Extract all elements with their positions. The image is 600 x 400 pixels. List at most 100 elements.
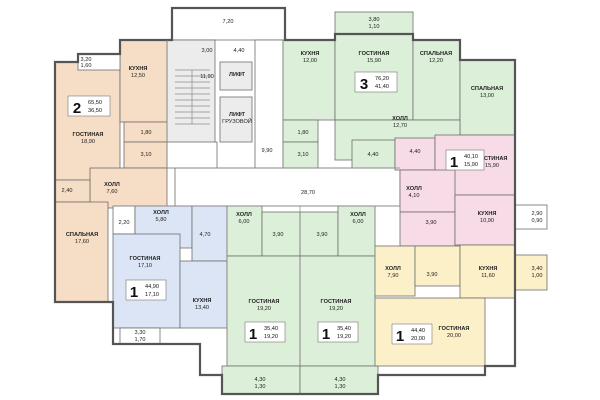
living-area: 19,20 [257,306,271,312]
total-area: 44,40 [411,328,425,334]
kitchen-label: КУХНЯ [478,211,497,217]
toilet-area: 3,10 [141,152,152,158]
rooms-count: 1 [396,328,404,345]
common-area [166,7,401,207]
kitchen-area: 11,60 [481,273,495,279]
living-room [226,255,301,367]
top-room-area: 4,40 [234,48,245,54]
rooms-count: 1 [249,326,257,343]
loggia-area: 0,90 [532,218,543,224]
kitchen-area: 12,00 [303,58,317,64]
hall-area: 7,60 [107,189,118,195]
freight-lift-sub: ГРУЗОВОЙ [222,117,252,125]
top-room-area: 3,00 [202,48,213,54]
living-area: 19,20 [329,306,343,312]
living-area: 20,00 [447,333,461,339]
living-area: 36,50 [88,108,102,114]
loggia-size: 4,30 [255,377,266,383]
bathroom-area: 3,90 [426,220,437,226]
hall-label: ХОЛЛ [406,186,422,192]
bathroom [414,245,461,287]
bedroom-label: СПАЛЬНАЯ [420,51,452,57]
loggia [514,204,548,230]
kitchen-label: КУХНЯ [479,266,498,272]
living-label: ГОСТИНАЯ [249,299,280,305]
loggia-area: 1,00 [532,273,543,279]
bedroom-label: СПАЛЬНАЯ [66,232,98,238]
living-area: 19,20 [264,334,278,340]
balcony-area: 2,40 [62,188,73,194]
hall-label: ХОЛЛ [236,212,252,218]
bathroom-area: 4,70 [200,232,211,238]
living-label: ГОСТИНАЯ [130,256,161,262]
loggia-size: 3,40 [532,266,543,272]
apartment-6 [299,205,379,395]
living-room [54,61,121,181]
kitchen-label: КУХНЯ [129,66,148,72]
apartment-badge: 1 35,40 19,20 [317,321,359,343]
toilet-area: 3,10 [298,152,309,158]
living-label: ГОСТИНАЯ [477,156,508,162]
hall-area: 12,70 [393,123,407,129]
total-area: 44,90 [145,284,159,290]
bedroom [54,201,109,303]
loggia-area: 1,30 [255,384,266,390]
rooms-count: 1 [450,154,458,171]
apartment-badge: 2 65,50 36,50 [67,95,111,117]
kitchen-area: 10,90 [480,218,494,224]
stairwell-area: 11,90 [200,74,214,80]
bedroom [412,39,461,121]
total-area: 35,40 [264,326,278,332]
left-garbage-room [166,141,218,169]
kitchen-label: КУХНЯ [301,51,320,57]
inner-walls [113,40,400,366]
apartment-badge: 3 76,20 41,40 [354,71,398,93]
loggia-size: 3,30 [135,330,146,336]
apartment-1 [54,39,168,303]
kitchen [119,39,168,123]
kitchen-label: КУХНЯ [193,298,212,304]
bathroom-area: 1,80 [298,130,309,136]
hall-label: ХОЛЛ [385,266,401,272]
living-area: 15,90 [464,162,478,168]
loggia-area: 1,70 [135,337,146,343]
corridor-area: 28,70 [301,190,315,196]
hall-label: ХОЛЛ [350,212,366,218]
bedroom-label: СПАЛЬНАЯ [471,86,503,92]
rooms-count: 2 [73,100,81,117]
living-area: 18,90 [81,139,95,145]
total-area: 35,40 [337,326,351,332]
bathroom [191,205,228,262]
loggia [299,365,379,395]
apartment-badge: 1 44,40 20,00 [391,323,433,345]
bathroom [399,211,456,247]
balcony [54,179,91,203]
total-area: 76,20 [375,76,389,82]
hall [374,245,416,297]
living-label: ГОСТИНАЯ [439,326,470,332]
living-area: 15,90 [367,58,381,64]
hall-label: ХОЛЛ [392,116,408,122]
living-area: 17,10 [145,292,159,298]
bedroom-area: 13,00 [480,93,494,99]
loggia-size: 3,80 [369,17,380,23]
loggia-area: 1,60 [81,63,92,69]
kitchen [459,244,516,299]
bedroom [459,59,516,136]
rooms-count: 1 [322,326,330,343]
apartment-2 [282,11,516,169]
lift-shaft [219,61,253,91]
hall-label: ХОЛЛ [104,182,120,188]
hall-area: 6,00 [239,219,250,225]
kitchen [179,260,228,329]
apartment-badge: 1 40,10 15,90 [445,149,485,171]
storage-area: 4,40 [410,149,421,155]
hall-label: ХОЛЛ [153,210,169,216]
loggia-area: 1,10 [369,24,380,30]
apartment-badge: 1 44,90 17,10 [125,279,167,301]
apartment-5 [221,205,301,395]
living-area: 17,10 [138,263,152,269]
top-block-room [171,7,286,41]
living-room [299,255,376,367]
